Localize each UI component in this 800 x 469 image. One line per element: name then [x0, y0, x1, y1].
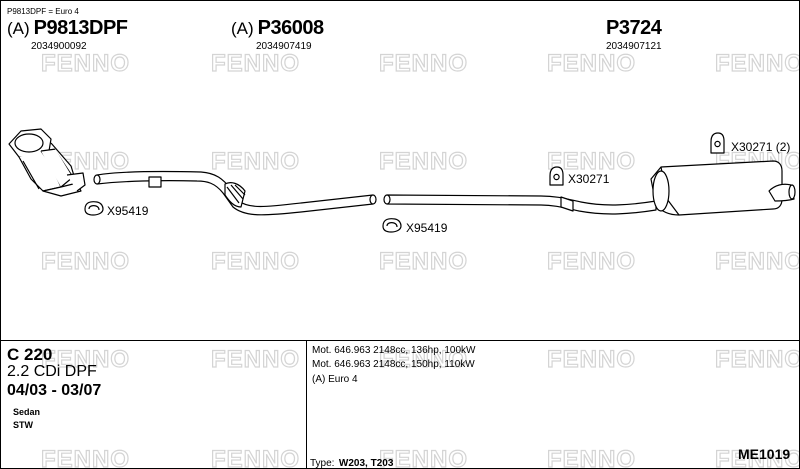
- rear-silencer-drawing: [650, 160, 796, 216]
- middle-pipe-drawing: [383, 194, 657, 215]
- engine-spec: Mot. 646.963 2148cc, 136hp, 100kW: [312, 345, 476, 356]
- watermark-text: FENNO: [211, 346, 300, 373]
- fitting-label: X30271 (2): [731, 140, 791, 154]
- part-prefix: (A): [231, 19, 254, 38]
- clamp-ring-icon: [84, 201, 104, 216]
- type-value: W203, T203: [338, 458, 394, 469]
- watermark-text: FENNO: [715, 346, 800, 373]
- watermark-text: FENNO: [547, 446, 636, 469]
- vehicle-variant: 2.2 CDi DPF: [7, 363, 97, 380]
- fitting-label: X95419: [406, 221, 448, 235]
- part-label-rear-silencer: P3724: [606, 17, 662, 40]
- part-label-dpf: (A)P9813DPF: [7, 17, 128, 40]
- watermark-text: FENNO: [547, 346, 636, 373]
- euro-norm-note: P9813DPF = Euro 4: [7, 7, 79, 16]
- watermark-text: FENNO: [41, 446, 130, 469]
- part-number: P9813DPF: [33, 17, 128, 39]
- exhaust-system-drawing: [8, 128, 796, 233]
- body-type: STW: [13, 420, 33, 430]
- catalog-number: ME1019: [738, 446, 791, 462]
- part-code: 2034900092: [31, 41, 87, 52]
- part-number: P3724: [606, 17, 662, 39]
- engine-spec: Mot. 646.963 2148cc, 150hp, 110kW: [312, 359, 475, 370]
- column-divider: [306, 340, 307, 468]
- fitting-label: X95419: [107, 204, 149, 218]
- rubber-mount-icon: [549, 166, 564, 186]
- front-pipe-drawing: [93, 170, 377, 216]
- watermark-text: FENNO: [211, 446, 300, 469]
- type-label: Type:: [310, 458, 335, 469]
- part-label-front-pipe: (A)P36008: [231, 17, 324, 40]
- rubber-mount-icon: [710, 132, 725, 154]
- part-prefix: (A): [7, 19, 30, 38]
- part-code: 2034907419: [256, 41, 312, 52]
- euro-note: (A) Euro 4: [312, 374, 358, 385]
- vehicle-model: C 220: [7, 345, 53, 364]
- body-type: Sedan: [13, 407, 41, 417]
- dpf-catalyst-drawing: [8, 128, 86, 197]
- production-period: 04/03 - 03/07: [7, 382, 102, 399]
- fitting-label: X30271: [568, 172, 610, 186]
- clamp-ring-icon: [382, 218, 402, 233]
- part-code: 2034907121: [606, 41, 662, 52]
- vehicle-type: Type: W203, T203: [310, 453, 394, 469]
- section-divider: [1, 340, 799, 341]
- part-number: P36008: [257, 17, 324, 39]
